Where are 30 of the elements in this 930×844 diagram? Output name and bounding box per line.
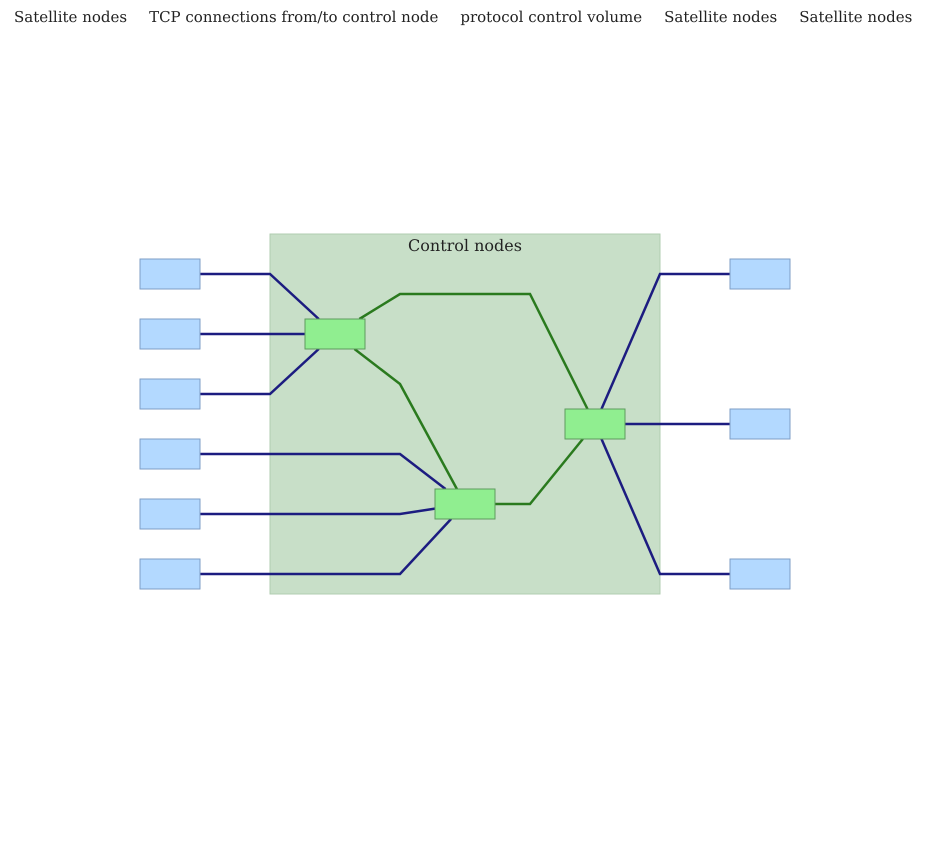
node-box	[730, 408, 790, 440]
connector	[200, 518, 452, 576]
node-box	[140, 558, 200, 590]
node-box	[140, 318, 200, 350]
connector	[200, 507, 436, 516]
node-box	[140, 258, 200, 290]
node-box	[730, 258, 790, 290]
connector	[354, 348, 458, 490]
connector	[600, 272, 730, 410]
node-box	[140, 438, 200, 470]
connector	[200, 348, 320, 396]
connector	[600, 438, 730, 576]
node-box	[140, 498, 200, 530]
note-text: protocol control volume	[460, 8, 642, 26]
connector	[495, 438, 584, 506]
note-text: Satellite nodes	[664, 8, 778, 26]
note-text: Satellite nodes	[14, 8, 128, 26]
node-box	[434, 488, 496, 520]
connector	[200, 332, 305, 336]
note-text: TCP connections from/to control node	[149, 8, 438, 26]
connector	[200, 452, 446, 490]
node-box	[140, 378, 200, 410]
node-box	[304, 318, 366, 350]
connector	[200, 272, 320, 320]
node-box	[564, 408, 626, 440]
cluster: Control nodes	[270, 234, 660, 594]
node-box	[730, 558, 790, 590]
connector	[625, 422, 730, 426]
note-text: Satellite nodes	[799, 8, 912, 26]
connector	[358, 292, 589, 410]
